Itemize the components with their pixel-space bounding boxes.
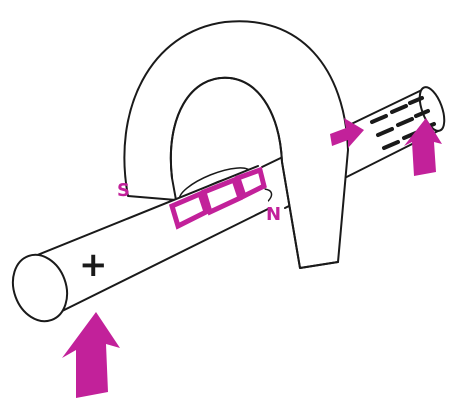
north-pole-label: N: [266, 204, 281, 225]
up-arrow-front: [62, 312, 120, 398]
positive-charge-label: +: [79, 245, 108, 285]
south-pole-label: S: [117, 180, 130, 201]
